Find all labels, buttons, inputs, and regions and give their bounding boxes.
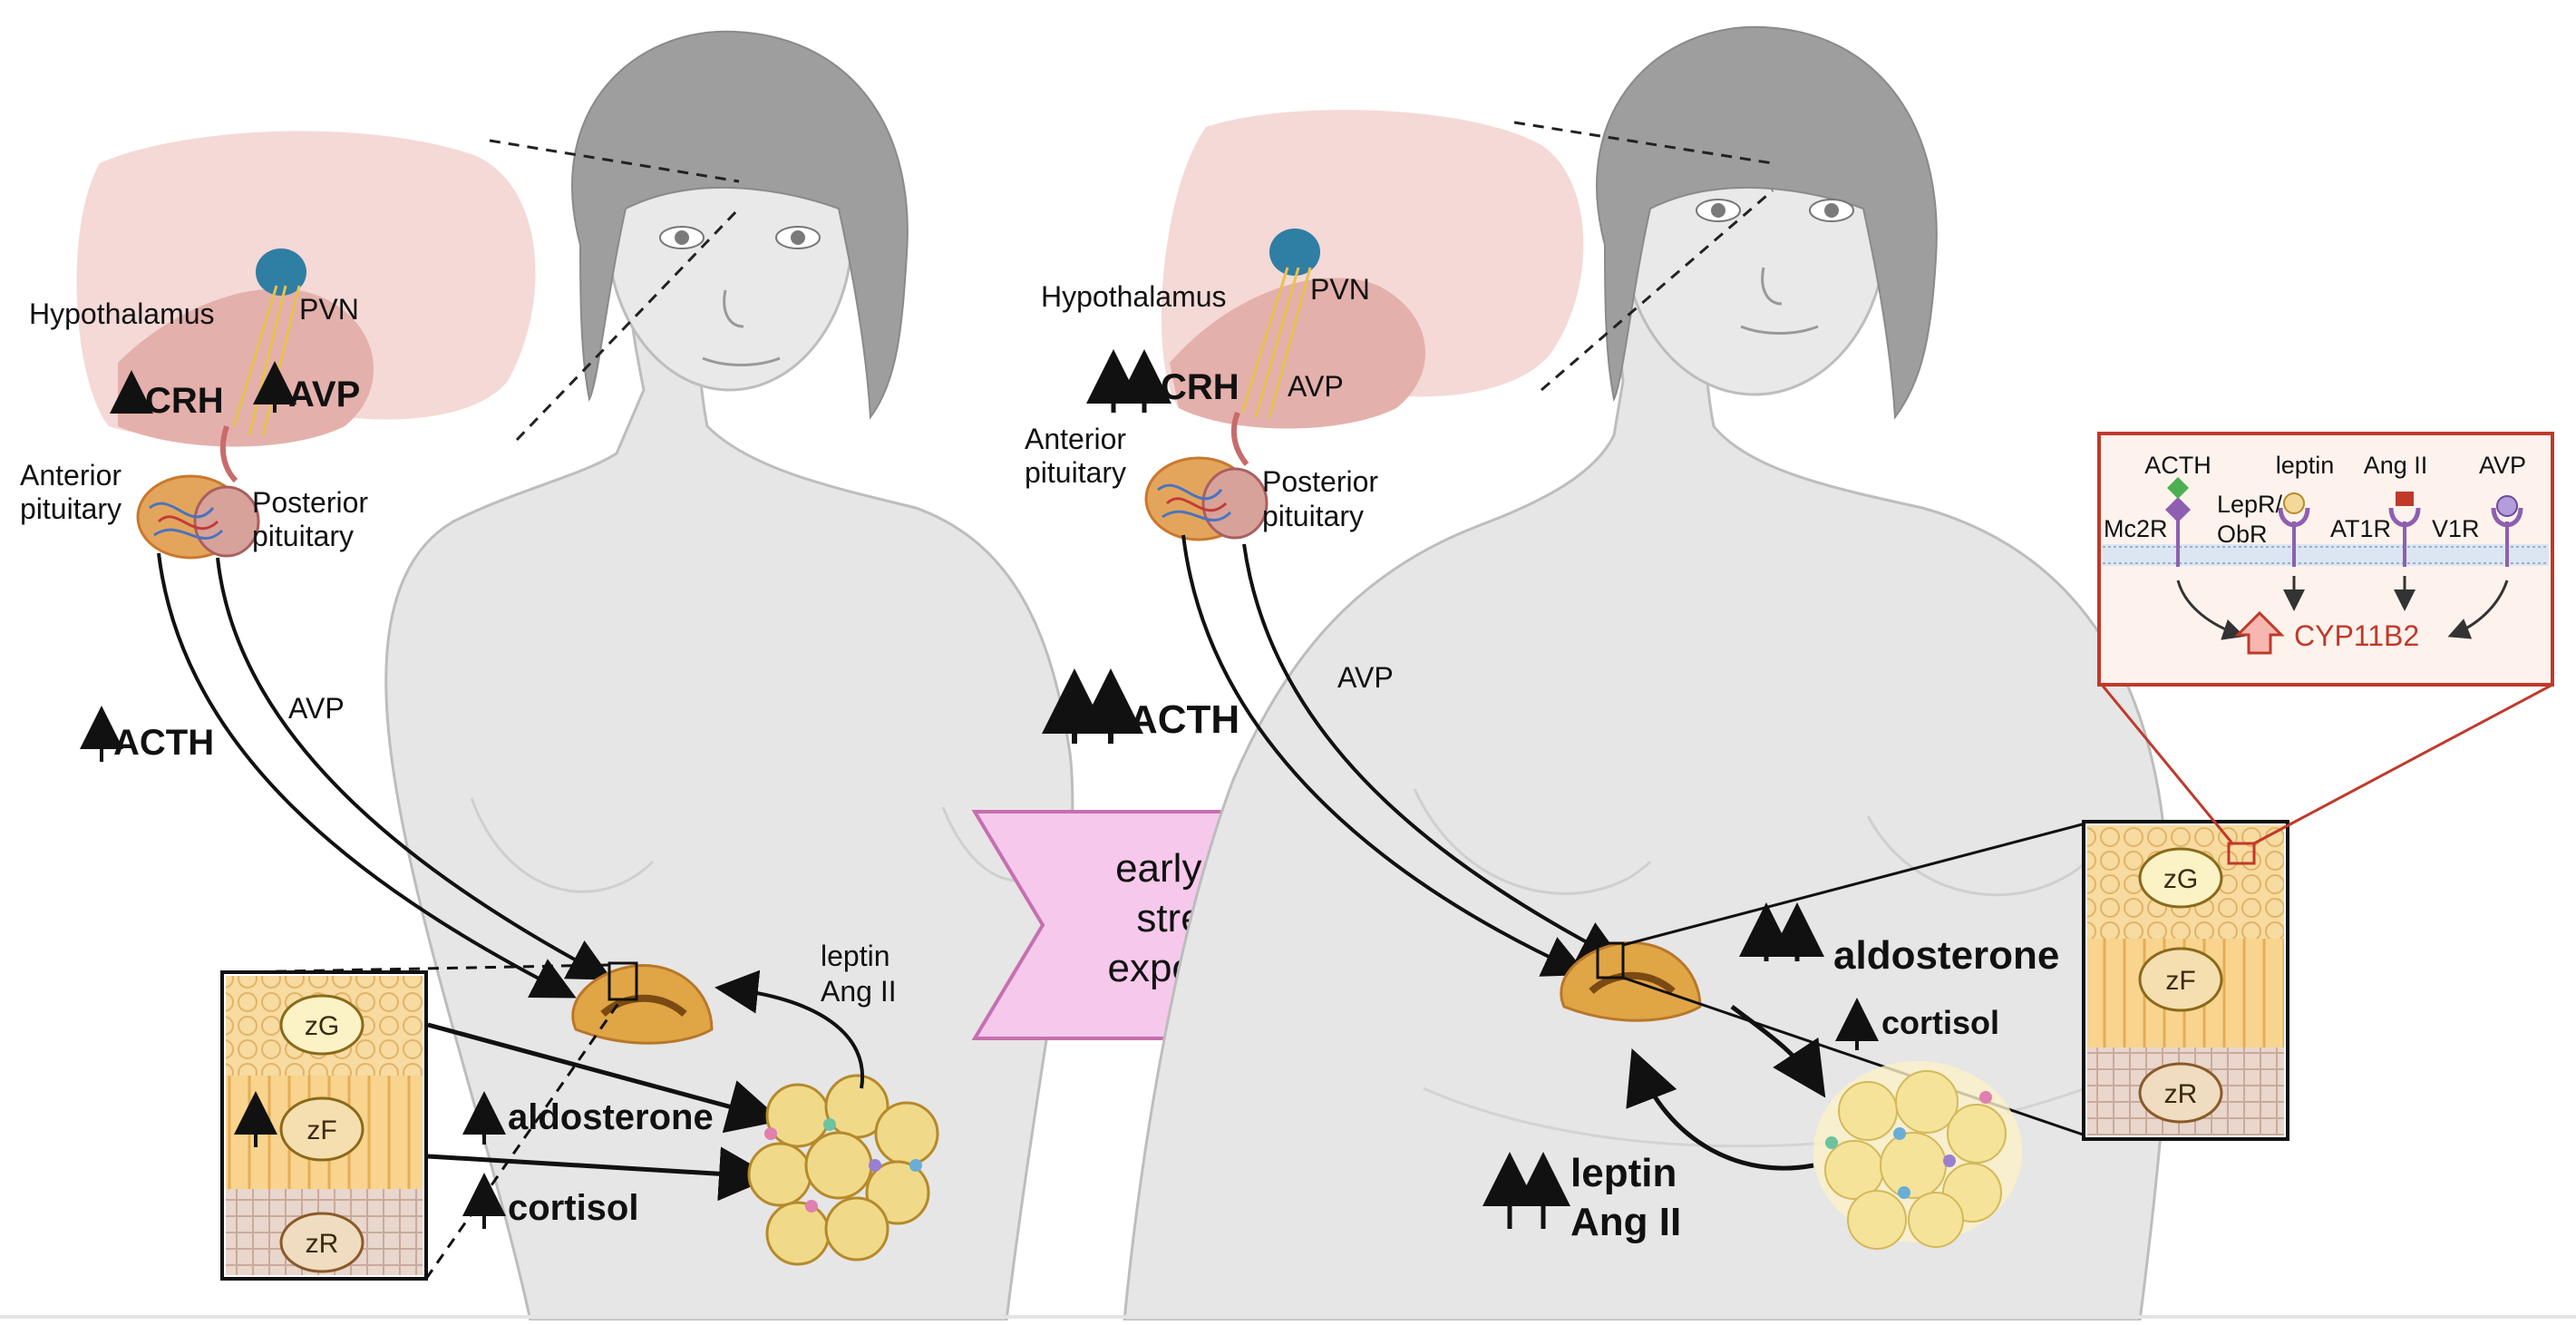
left-zone-zr: zR xyxy=(306,1229,339,1259)
left-posterior-label-2: pituitary xyxy=(252,520,354,552)
right-brain-illustration xyxy=(1144,110,1584,541)
right-leptin-label: leptin xyxy=(1570,1151,1677,1195)
right-zone-zr: zR xyxy=(2164,1079,2198,1109)
right-posterior-label-1: Posterior xyxy=(1262,465,1378,498)
right-anterior-label-2: pituitary xyxy=(1025,456,1126,489)
left-anterior-label-2: pituitary xyxy=(20,492,122,525)
center-acth-label: ACTH xyxy=(1129,697,1239,742)
inset-receptor-lepr: LepR/ xyxy=(2217,491,2283,518)
left-acth-label: ACTH xyxy=(113,723,214,763)
left-cortisol-label: cortisol xyxy=(508,1188,638,1228)
right-ang2-label: Ang II xyxy=(1570,1200,1681,1244)
right-posterior-label-2: pituitary xyxy=(1262,500,1364,532)
right-woman-silhouette xyxy=(1123,25,2172,1322)
right-head-pointer-lines xyxy=(1513,121,1774,392)
inset-connector-right xyxy=(2253,683,2553,845)
right-crh-label: CRH xyxy=(1161,367,1239,407)
left-acth-flow-arrow xyxy=(157,552,577,999)
left-hypothalamus-label: Hypothalamus xyxy=(29,297,215,330)
right-hypothalamus-label: Hypothalamus xyxy=(1041,280,1227,313)
left-anterior-label-1: Anterior xyxy=(20,459,122,492)
right-fat-to-adrenal-arrow xyxy=(1626,1048,1814,1171)
right-adrenal-to-fat-arrow xyxy=(1730,1004,1826,1098)
inset-receptor-at1r: AT1R xyxy=(2330,515,2391,542)
right-leptin-double-arrow xyxy=(1482,1152,1570,1229)
left-leptin-label: leptin xyxy=(821,940,890,972)
right-adrenal-zoom-box xyxy=(2082,820,2289,1141)
right-crh-double-arrow xyxy=(1086,349,1171,413)
left-zone-zf: zF xyxy=(306,1116,336,1145)
left-ang2-label: Ang II xyxy=(821,975,897,1008)
left-fat-to-adrenal-arrow xyxy=(714,969,865,1089)
inset-ligand-ang2: Ang II xyxy=(2364,452,2428,479)
center-acth-double-arrow xyxy=(1042,668,1143,744)
inset-cyp11b2-label: CYP11B2 xyxy=(2294,619,2419,652)
right-aldosterone-double-arrow xyxy=(1739,902,1824,961)
left-cortisol-to-fat-arrow xyxy=(427,1146,773,1202)
left-brain-illustration xyxy=(76,131,536,560)
receptor-signalling-inset xyxy=(2097,432,2554,687)
left-head-pointer-lines xyxy=(489,139,741,442)
right-zone-zf: zF xyxy=(2165,966,2195,996)
right-avp-flow-arrow xyxy=(1242,543,1624,962)
left-avp-flow-arrow xyxy=(216,557,613,980)
left-crh-label: CRH xyxy=(145,381,224,421)
right-zone-zg: zG xyxy=(2163,864,2198,894)
right-avp-arrow-label: AVP xyxy=(1337,661,1394,694)
left-adrenal-zoom-box xyxy=(220,970,428,1281)
left-aldosterone-label: aldosterone xyxy=(508,1097,714,1137)
inset-ligand-leptin: leptin xyxy=(2276,452,2335,479)
left-avp-top-label: AVP xyxy=(288,375,360,414)
right-zoom-line-top xyxy=(1622,822,2086,947)
left-pvn-label: PVN xyxy=(299,293,359,326)
right-aldosterone-label: aldosterone xyxy=(1833,933,2059,978)
left-posterior-label-1: Posterior xyxy=(252,486,368,519)
right-avp-top-label: AVP xyxy=(1288,370,1344,403)
inset-ligand-acth: ACTH xyxy=(2144,452,2211,479)
inset-receptor-obr: ObR xyxy=(2217,521,2268,548)
right-pvn-marker xyxy=(1269,229,1320,276)
left-posterior-pituitary-shape xyxy=(193,485,260,558)
left-adipose-tissue xyxy=(747,1074,939,1266)
right-posterior-pituitary-shape xyxy=(1201,467,1269,540)
left-aldosterone-to-fat-arrow xyxy=(427,1022,783,1134)
right-pvn-label: PVN xyxy=(1310,273,1370,306)
left-zone-zg: zG xyxy=(305,1011,339,1041)
right-anterior-label-1: Anterior xyxy=(1025,423,1126,455)
left-pvn-marker xyxy=(256,248,306,296)
left-adrenal-gland xyxy=(571,961,714,1045)
inset-connector-left xyxy=(2100,684,2234,844)
inset-receptor-mc2r: Mc2R xyxy=(2104,515,2168,542)
left-avp-arrow-label: AVP xyxy=(288,692,345,725)
inset-receptor-v1r: V1R xyxy=(2432,515,2480,542)
right-adipose-tissue xyxy=(1813,1061,2022,1250)
right-cortisol-label: cortisol xyxy=(1881,1004,1999,1041)
inset-ligand-avp: AVP xyxy=(2479,452,2526,479)
right-acth-flow-arrow xyxy=(1181,534,1588,977)
